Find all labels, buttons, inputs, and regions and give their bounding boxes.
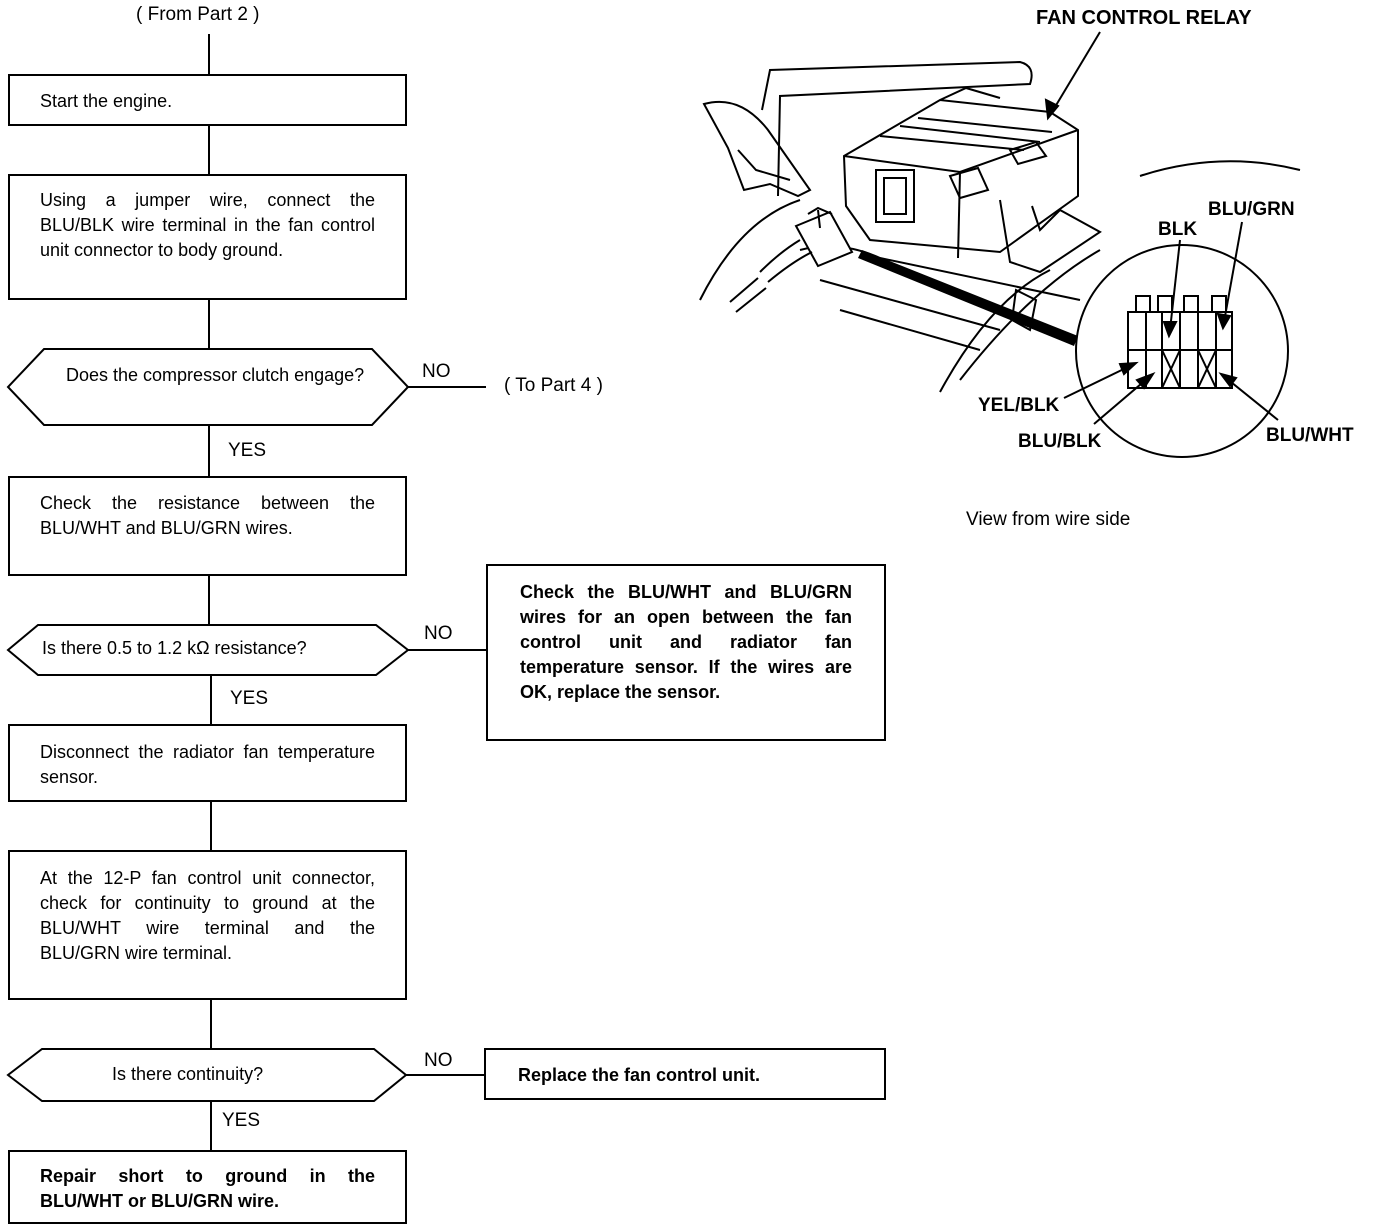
- yes-label: YES: [228, 440, 267, 461]
- step-check-continuity-text: At the 12-P fan control unit connector, …: [40, 868, 375, 963]
- question-continuity: Is there continuity?: [112, 1064, 264, 1084]
- step-jumper-wire-text: Using a jumper wire, connect the BLU/BLK…: [40, 190, 375, 260]
- wire-label-blu-grn: BLU/GRN: [1208, 199, 1295, 220]
- decision-hexagon-resistance: [6, 624, 410, 676]
- step-jumper-wire: Using a jumper wire, connect the BLU/BLK…: [8, 174, 407, 300]
- step-check-resistance: Check the resistance between the BLU/WHT…: [8, 476, 407, 576]
- decision-hexagon-continuity: [6, 1048, 408, 1102]
- yes-label: YES: [230, 688, 269, 709]
- to-part-label: ( To Part 4 ): [504, 375, 603, 396]
- relay-illustration: [699, 60, 1301, 458]
- view-caption: View from wire side: [966, 509, 1131, 530]
- step-check-wires-open-text: Check the BLU/WHT and BLU/GRN wires for …: [520, 582, 852, 702]
- question-resistance: Is there 0.5 to 1.2 kΩ resistance?: [42, 638, 307, 658]
- from-part-label: ( From Part 2 ): [136, 4, 260, 25]
- step-check-resistance-text: Check the resistance between the BLU/WHT…: [40, 493, 375, 538]
- fan-control-relay-title: FAN CONTROL RELAY: [1036, 7, 1252, 29]
- wire-label-blu-blk: BLU/BLK: [1018, 431, 1102, 452]
- magnify-lead-line: [858, 250, 1078, 346]
- no-label: NO: [424, 623, 453, 644]
- step-disconnect-sensor-text: Disconnect the radiator fan temperature …: [40, 742, 375, 787]
- step-disconnect-sensor: Disconnect the radiator fan temperature …: [8, 724, 407, 802]
- yes-label: YES: [222, 1110, 261, 1131]
- step-replace-fan-control-unit-text: Replace the fan control unit.: [518, 1065, 761, 1085]
- question-clutch: Does the compressor clutch engage?: [66, 365, 365, 385]
- wire-label-blk: BLK: [1158, 219, 1198, 240]
- step-start-engine: Start the engine.: [8, 74, 407, 126]
- no-label: NO: [424, 1050, 453, 1071]
- wire-label-yel-blk: YEL/BLK: [978, 395, 1060, 416]
- step-repair-short-text: Repair short to ground in the BLU/WHT or…: [40, 1166, 375, 1211]
- decision-hexagon-clutch: [6, 348, 410, 426]
- step-replace-fan-control-unit: Replace the fan control unit.: [484, 1048, 886, 1100]
- step-start-engine-text: Start the engine.: [40, 91, 173, 111]
- step-check-wires-open: Check the BLU/WHT and BLU/GRN wires for …: [486, 564, 886, 741]
- wire-label-blu-wht: BLU/WHT: [1266, 425, 1354, 446]
- step-repair-short: Repair short to ground in the BLU/WHT or…: [8, 1150, 407, 1224]
- no-label: NO: [422, 361, 451, 382]
- step-check-continuity: At the 12-P fan control unit connector, …: [8, 850, 407, 1000]
